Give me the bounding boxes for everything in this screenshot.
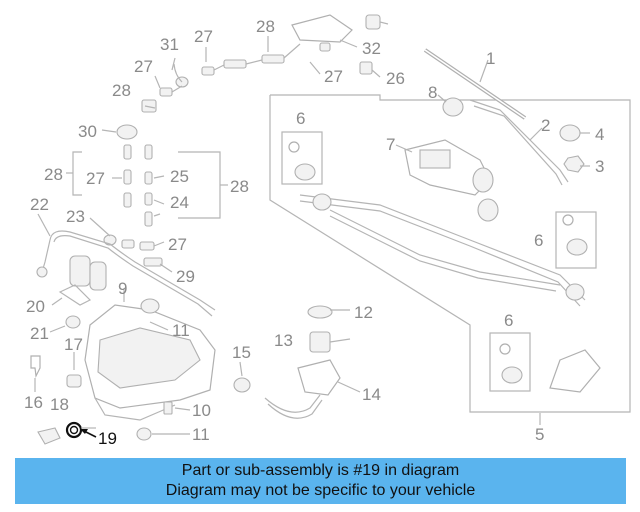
callout-20: 20 (26, 297, 45, 316)
nozzle-parts-left (116, 124, 153, 227)
callout-26: 26 (386, 69, 405, 88)
callout-10: 10 (192, 401, 211, 420)
callout-25: 25 (170, 167, 189, 186)
callout-19: 19 (98, 429, 117, 448)
banner-line-part: Part or sub-assembly is #19 in diagram (181, 462, 460, 479)
callout-11-bottom: 11 (192, 425, 210, 444)
seal-19-part (65, 421, 83, 439)
callout-13: 13 (274, 331, 293, 350)
callout-8: 8 (428, 83, 437, 102)
callout-21: 21 (30, 324, 49, 343)
callout-24: 24 (170, 193, 189, 212)
callout-31: 32 (362, 39, 381, 58)
filler-neck-parts (233, 305, 341, 419)
bracket-28-left (66, 151, 82, 196)
callout-12: 12 (354, 303, 373, 322)
bracket-28-right (178, 151, 228, 219)
box-6-bottom (489, 332, 531, 392)
callout-30: 31 (160, 35, 179, 54)
callout-15: 15 (232, 343, 251, 362)
callout-28-c: 28 (44, 165, 63, 184)
callout-4: 4 (595, 125, 604, 144)
callout-9: 9 (118, 279, 127, 298)
callout-22: 22 (30, 195, 49, 214)
callout-11-top: 11 (172, 321, 190, 340)
callout-27-e: 27 (168, 235, 187, 254)
info-banner: Part or sub-assembly is #19 in diagram D… (15, 458, 626, 504)
callout-28-d: 28 (230, 177, 249, 196)
callout-2: 2 (541, 116, 550, 135)
callout-29: 30 (78, 122, 97, 141)
cap-nut-parts (442, 97, 585, 173)
box-6-right (555, 211, 597, 269)
callout-6-right: 6 (534, 231, 543, 250)
callout-27-c: 27 (324, 67, 343, 86)
box-6-top (281, 131, 323, 185)
washer-reservoir-part (84, 298, 216, 421)
connector-parts-top (291, 14, 381, 75)
leader-lines (34, 21, 590, 435)
washer-pump-part (58, 255, 107, 306)
callout-14: 14 (362, 385, 381, 404)
callout-28-b: 28 (112, 81, 131, 100)
wiper-motor-part (404, 139, 494, 196)
bracket-part (549, 349, 601, 393)
wiper-blade-part (423, 48, 527, 120)
grommet-parts (288, 141, 588, 384)
callout-27-b: 27 (194, 27, 213, 46)
callout-6-bottom: 6 (504, 311, 513, 330)
callout-3: 3 (595, 157, 604, 176)
level-sensor-part (37, 427, 61, 445)
callout-5: 5 (535, 425, 544, 444)
wiper-linkage-part (299, 193, 586, 307)
callout-28-e: 29 (176, 267, 195, 286)
callout-6-top: 6 (296, 109, 305, 128)
grommet-parts-left (30, 315, 173, 441)
callout-27-d: 27 (86, 169, 105, 188)
washer-hose-mid (36, 230, 216, 317)
callout-28-a: 28 (256, 17, 275, 36)
banner-line-disclaimer: Diagram may not be specific to your vehi… (165, 482, 476, 499)
callout-27-a: 27 (134, 57, 153, 76)
callout-1: 1 (486, 49, 495, 68)
callout-18: 18 (50, 395, 69, 414)
highlight-arrow-19 (80, 429, 97, 438)
callout-17: 17 (64, 335, 83, 354)
washer-hose-parts (141, 43, 301, 113)
linkage-group-outline (269, 94, 631, 413)
callout-7: 7 (386, 135, 395, 154)
callout-16: 16 (24, 393, 43, 412)
callout-23: 23 (66, 207, 85, 226)
